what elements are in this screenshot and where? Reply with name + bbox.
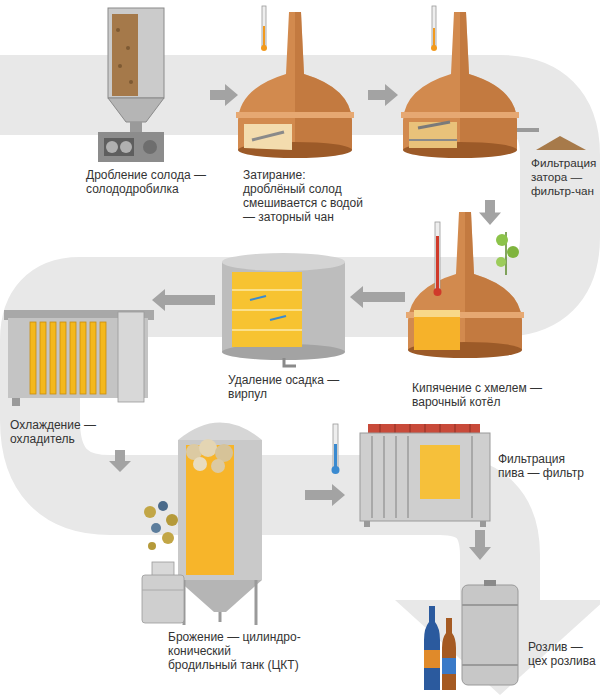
fermenter-illustration	[178, 423, 262, 626]
flow-arrow	[469, 530, 491, 560]
stage-node: Дробление солода — солододробилка	[78, 5, 210, 200]
stage-node: Затирание: дроблёный солод смешивается с…	[238, 5, 368, 235]
yeast-can-illustration	[142, 562, 184, 623]
stage-caption: Охлаждение — охладитель	[10, 418, 120, 446]
stage-caption: Фильтрация пива — фильтр	[498, 452, 594, 480]
whirlpool-illustration	[222, 253, 345, 366]
stage-caption: Затирание: дроблёный солод смешивается с…	[243, 168, 367, 224]
stage-node: Фильтрация пива — фильтр	[345, 410, 597, 530]
flow-arrow	[152, 289, 215, 311]
process-band	[0, 95, 560, 602]
malt-mill-illustration	[98, 8, 164, 162]
cooler-illustration	[4, 310, 154, 406]
beer-filter-illustration	[332, 424, 491, 527]
flow-arrow	[109, 450, 131, 472]
stage-node: Брожение — цилиндро-конический бродильны…	[100, 472, 305, 692]
stage-caption: Брожение — цилиндро-конический бродильны…	[168, 630, 302, 672]
stage-node: Розлив — цех розлива	[405, 560, 600, 692]
flow-arrow	[210, 84, 238, 106]
stage-node: Фильтрация затора — фильтр-чан	[398, 5, 600, 200]
stage-caption: Дробление солода — солододробилка	[86, 168, 208, 196]
stage-node: Кипячение с хмелем — варочный котёл	[405, 225, 565, 412]
flow-arrow	[479, 200, 501, 225]
flow-arrow	[305, 484, 345, 506]
stage-caption: Розлив — цех розлива	[528, 640, 596, 668]
flow-arrow	[368, 84, 398, 106]
stage-caption: Удаление осадка — вирпул	[228, 373, 348, 401]
yeast-illustration	[144, 501, 178, 550]
mash-tun-illustration	[236, 6, 354, 158]
stage-caption: Кипячение с хмелем — варочный котёл	[412, 381, 562, 409]
flow-arrow	[350, 286, 405, 308]
stage-node: Удаление осадка — вирпул	[215, 250, 350, 402]
bottling-illustration	[424, 580, 518, 690]
lauter-tun-illustration	[401, 6, 586, 158]
stage-caption: Фильтрация затора — фильтр-чан	[531, 156, 597, 198]
brew-kettle-illustration	[406, 212, 524, 358]
stage-node: Охлаждение — охладитель	[6, 285, 152, 450]
